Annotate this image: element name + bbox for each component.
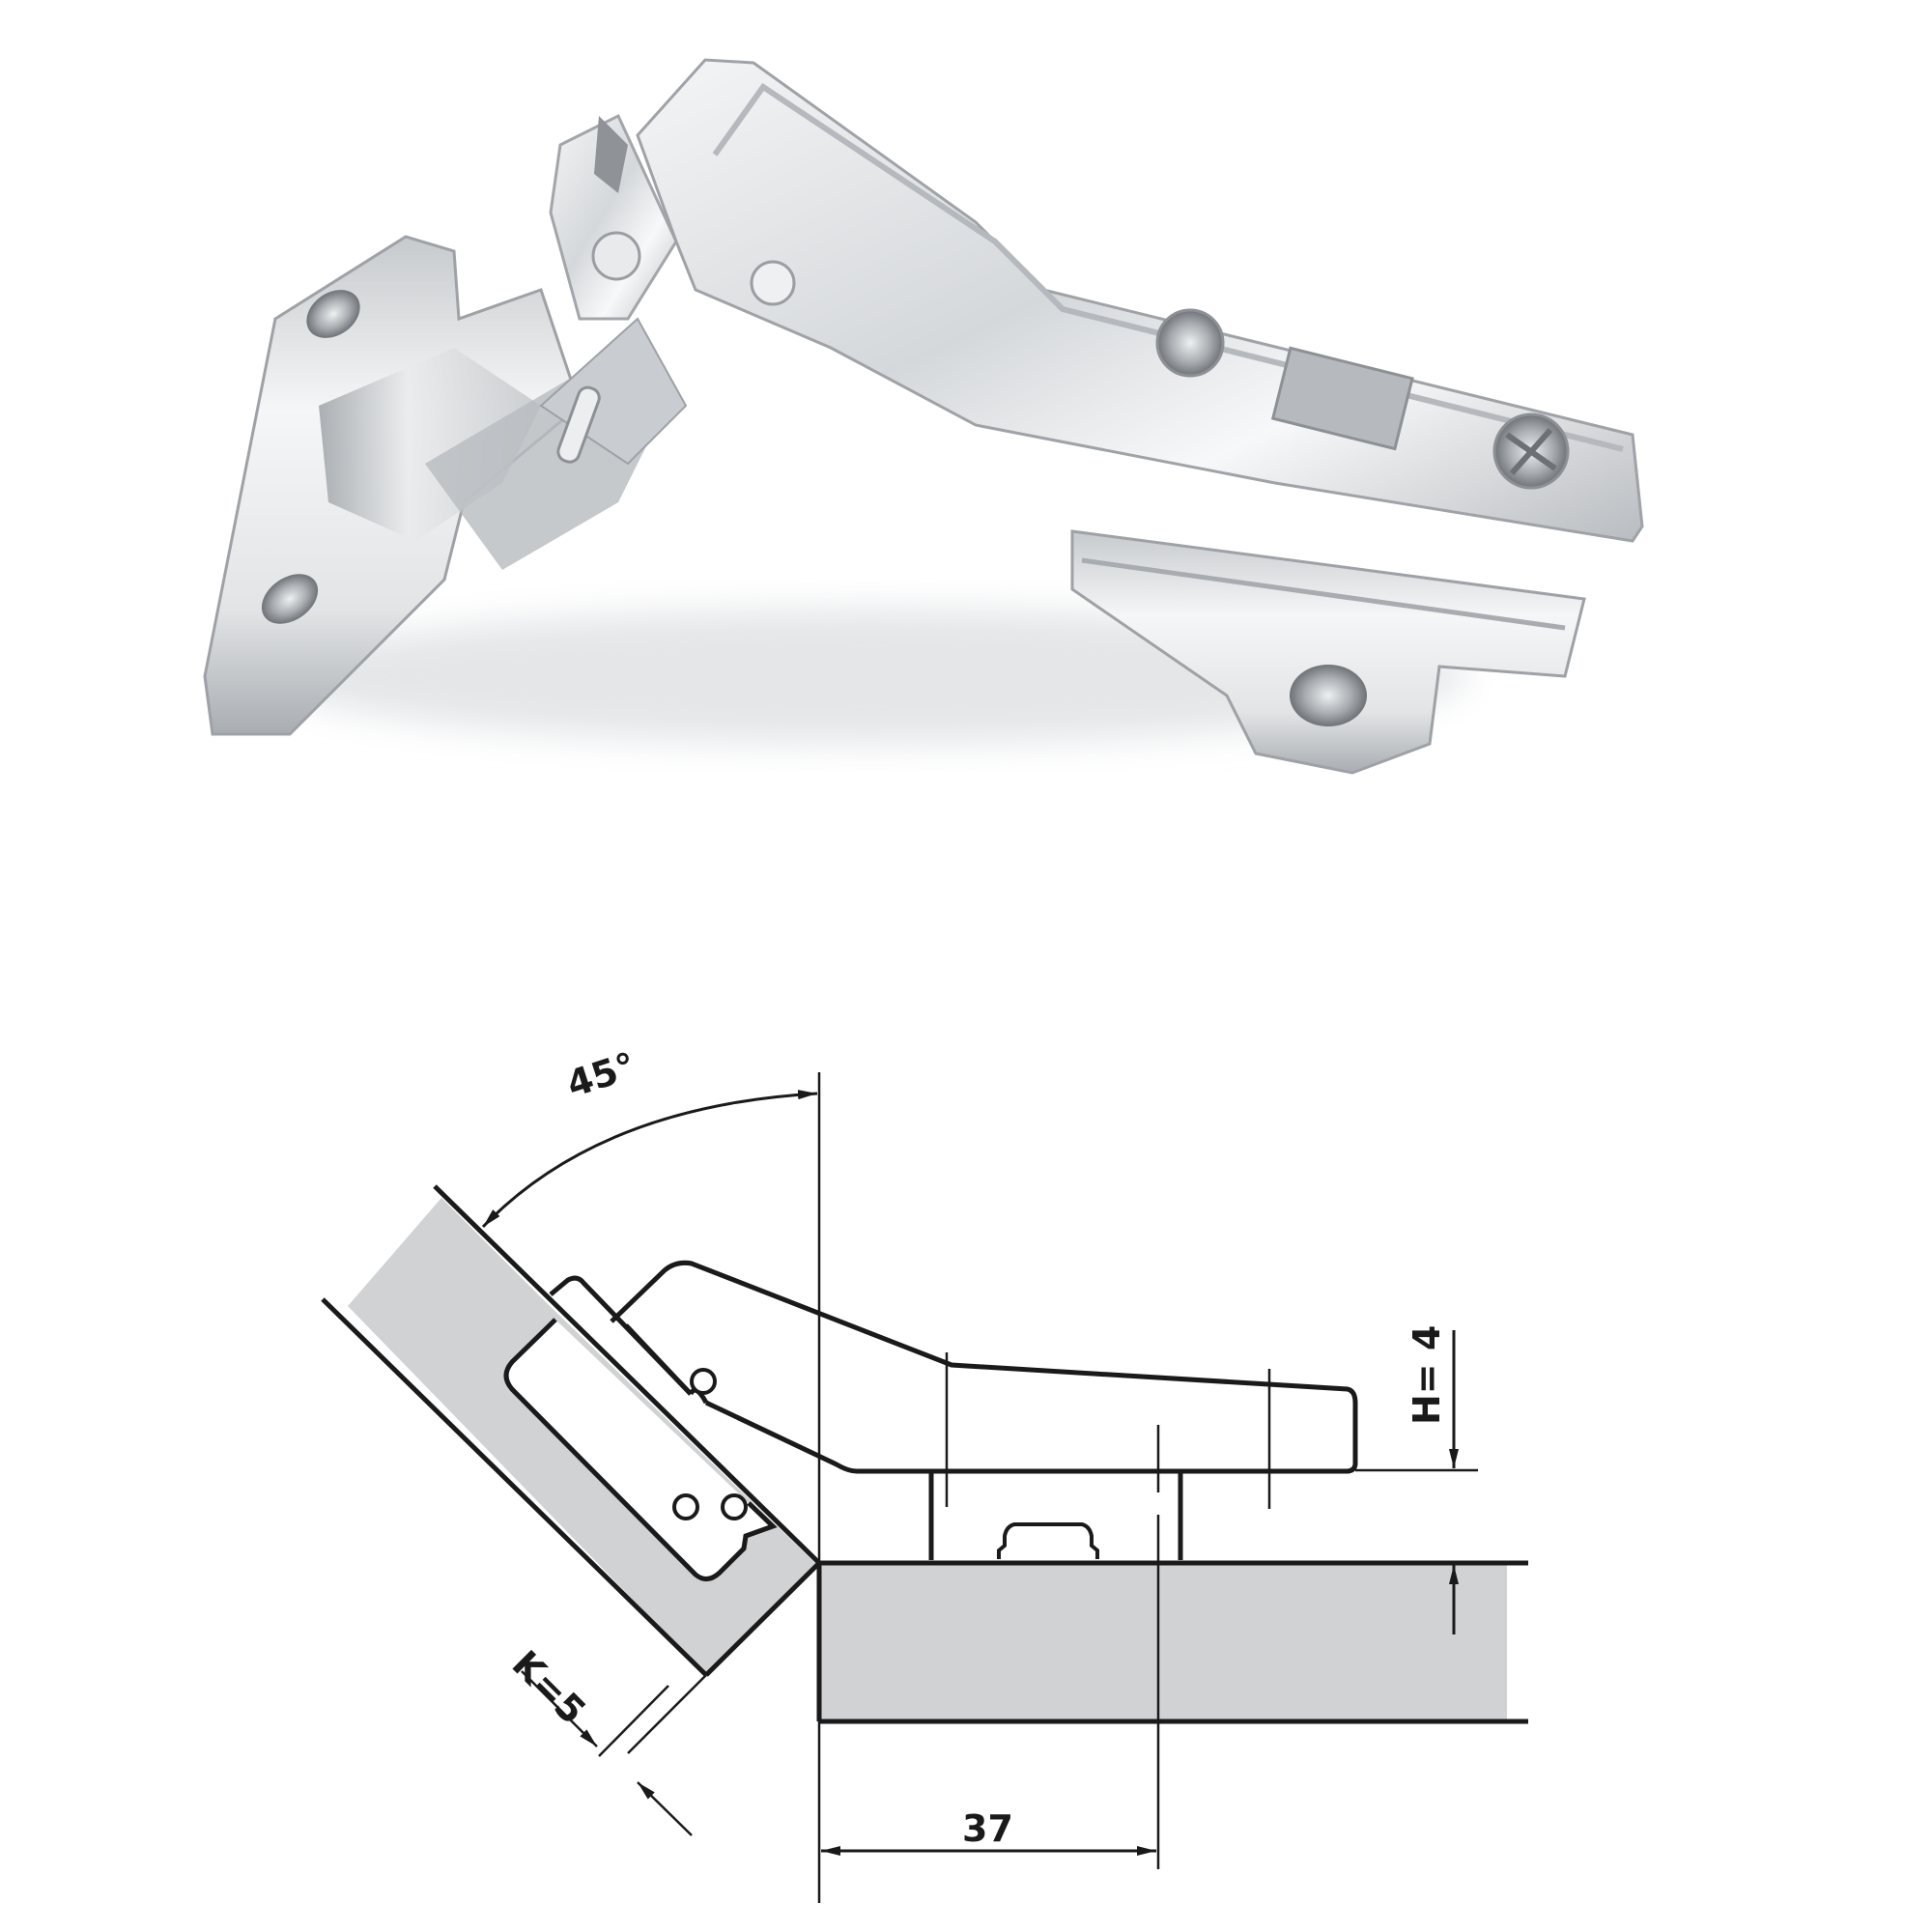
pivot-rivet-icon bbox=[591, 231, 641, 281]
arm-rivet-icon bbox=[750, 260, 796, 306]
arm-pivot-circle bbox=[690, 1368, 717, 1395]
mounting-hole-icon bbox=[306, 290, 360, 338]
spring-slot bbox=[556, 385, 601, 464]
overlay-dimension: H= 4 bbox=[1355, 1325, 1478, 1634]
mounting-hole-icon bbox=[261, 574, 319, 624]
cup-pivot-circle bbox=[672, 1493, 699, 1520]
cup-distance-label: K=5 bbox=[504, 1642, 594, 1732]
angle-label: 45° bbox=[561, 1044, 640, 1106]
cup-pivot-circle bbox=[721, 1493, 748, 1520]
door-panel bbox=[321, 1184, 821, 1677]
hinge-mounting-plate bbox=[1070, 529, 1586, 775]
hinge-linkage bbox=[539, 113, 688, 466]
overlay-label: H= 4 bbox=[1406, 1325, 1448, 1425]
adjustment-screw-icon bbox=[1155, 308, 1225, 378]
cabinet-panel bbox=[816, 1560, 1528, 1724]
bore-distance-label: 37 bbox=[962, 1807, 1013, 1850]
hinge-arm bbox=[636, 58, 1644, 543]
bore-distance-dimension: 37 bbox=[821, 1807, 1156, 1856]
cup-distance-dimension: K=5 bbox=[504, 1642, 707, 1836]
angle-dimension: 45° bbox=[481, 1044, 818, 1229]
arm-slot bbox=[1270, 346, 1414, 451]
plate-screw-hole-icon bbox=[1290, 665, 1367, 726]
hinge-arm-outline bbox=[610, 1260, 1358, 1869]
